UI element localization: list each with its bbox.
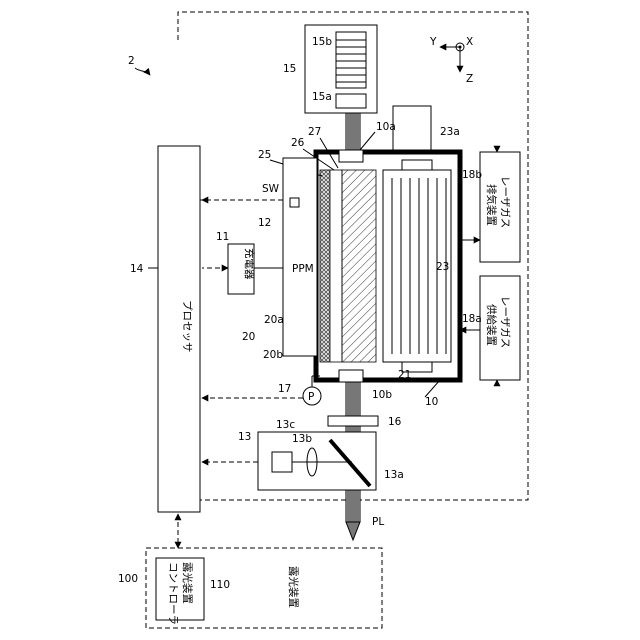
sw-label: SW (262, 183, 280, 195)
ref-11: 11 (216, 231, 229, 243)
processor-text: プロセッサ (181, 300, 193, 353)
axis-y-label: Y (429, 36, 437, 48)
charger-text: 充電器 (243, 248, 256, 280)
exposure-device-text: 露光装置 (287, 566, 300, 608)
axis-indicator: Y X Z (429, 36, 473, 85)
pl-label: PL (372, 516, 384, 528)
exposure-device-100: 露光装置 コントローラ 露光装置 100 110 (118, 548, 382, 628)
ref-100: 100 (118, 573, 138, 585)
ref-20b: 20b (263, 349, 283, 361)
ref-15: 15 (283, 63, 296, 75)
ref-12: 12 (258, 217, 271, 229)
svg-text:レーザガス: レーザガス (499, 296, 511, 348)
ref-13b: 13b (292, 433, 312, 445)
ref-21: 21 (398, 369, 411, 381)
axis-x-label: X (466, 36, 473, 48)
ref-17: 17 (278, 383, 291, 395)
ref-27: 27 (308, 126, 321, 138)
svg-text:P: P (308, 391, 314, 403)
ref-26: 26 (291, 137, 305, 149)
exposure-controller-line2: コントローラ (167, 562, 179, 625)
svg-text:レーザガス: レーザガス (499, 176, 511, 228)
ref-15b: 15b (312, 36, 332, 48)
charger-11: 充電器 11 (216, 231, 283, 294)
ref-10: 10 (425, 396, 438, 408)
ref-10b: 10b (372, 389, 392, 401)
ref-18b: 18b (462, 169, 482, 181)
block-15: 15b 15a 15 (283, 25, 377, 113)
ref-20a: 20a (264, 314, 284, 326)
ref-110: 110 (210, 579, 230, 591)
ref-13a: 13a (384, 469, 404, 481)
ref-23a: 23a (440, 126, 460, 138)
element-16: 16 (328, 416, 402, 428)
ref-25: 25 (258, 149, 271, 161)
svg-text:2: 2 (128, 55, 135, 67)
gas-supply-18a: レーザガス 供給装置 18a (462, 276, 520, 380)
ref-13c: 13c (276, 419, 295, 431)
ref-15a: 15a (312, 91, 332, 103)
ref-10a: 10a (376, 121, 396, 133)
ref-23: 23 (436, 261, 449, 273)
svg-text:排気装置: 排気装置 (485, 184, 498, 226)
processor-14: プロセッサ 14 (130, 146, 200, 512)
ref-18a: 18a (462, 313, 482, 325)
axis-z-label: Z (466, 73, 473, 85)
ref-16: 16 (388, 416, 402, 428)
system-ref-label: 2 (128, 55, 150, 75)
ref-13: 13 (238, 431, 251, 443)
block-13: 13 13c 13b 13a (238, 419, 404, 490)
ref-20: 20 (242, 331, 255, 343)
svg-text:供給装置: 供給装置 (485, 304, 498, 346)
ppm-label: PPM (292, 263, 314, 275)
gas-exhaust-18b: レーザガス 排気装置 18b (462, 152, 520, 262)
exposure-controller-line1: 露光装置 (181, 562, 194, 604)
sw-switch (290, 198, 299, 207)
housing-23a: 23a (393, 106, 460, 150)
ref-14: 14 (130, 263, 144, 275)
